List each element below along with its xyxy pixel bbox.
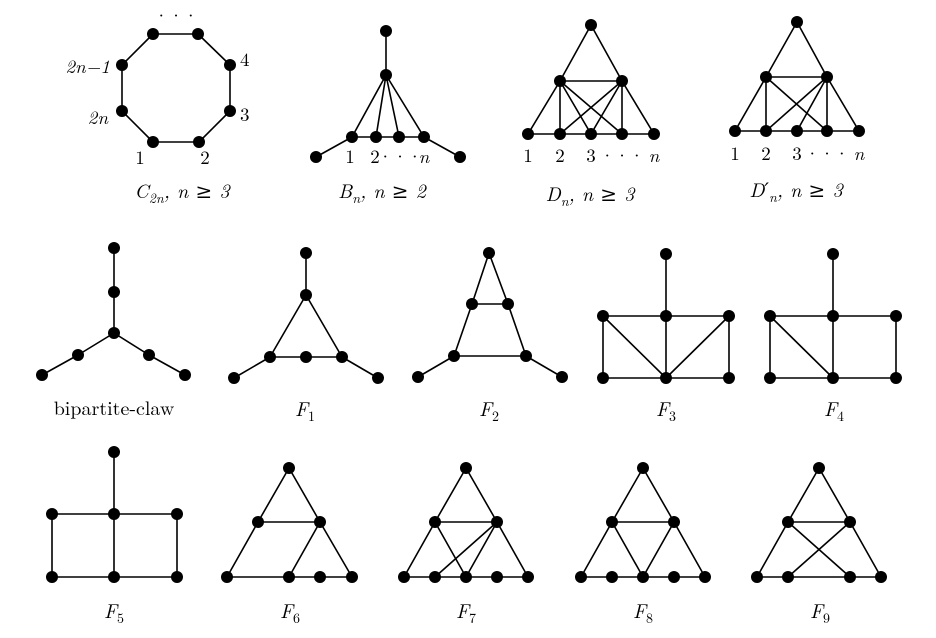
- graph-f1: F1: [228, 247, 384, 426]
- graph-f7-vertices: [398, 462, 534, 583]
- graph-c2n: ··· 2n−1 4 2n 3 1 2 C2n, n ≥ 3: [65, 1, 249, 208]
- dn-label-1: 1: [523, 141, 533, 168]
- graph-claw-vertices: [36, 242, 191, 381]
- dn-label-2: 2: [555, 141, 565, 168]
- f5-caption: F5: [104, 595, 124, 628]
- graph-f9-vertices: [751, 462, 887, 583]
- f3-caption: F3: [656, 393, 676, 426]
- c2n-label-1: 1: [135, 143, 145, 170]
- graph-f6-vertices: [221, 462, 358, 583]
- f7-caption: F7: [456, 595, 476, 628]
- f1-caption: F1: [295, 393, 315, 426]
- graph-f3: F3: [597, 248, 735, 426]
- graph-f4: F4: [764, 248, 902, 426]
- dnp-label-2: 2: [761, 139, 771, 166]
- c2n-label-4: 4: [240, 45, 250, 72]
- graph-f2-vertices: [412, 247, 568, 383]
- graph-bn-vertices: [310, 25, 466, 163]
- c2n-label-2n: 2n: [88, 103, 110, 130]
- graph-dn-prime: 1 2 3 ··· n D′n, n ≥ 3: [729, 16, 866, 207]
- c2n-caption: C2n, n ≥ 3: [134, 175, 231, 208]
- dnp-label-3: 3: [792, 139, 802, 166]
- dn-label-3: 3: [586, 141, 596, 168]
- dnp-label-dots: ···: [805, 139, 849, 166]
- graph-f2-edges: [417, 252, 563, 378]
- graph-f2: F2: [412, 247, 568, 426]
- graph-f4-vertices: [764, 248, 902, 384]
- graph-claw-edges: [41, 247, 186, 376]
- f9-caption: F9: [810, 595, 830, 628]
- dnp-caption: D′n, n ≥ 3: [749, 174, 844, 207]
- graph-dn-prime-vertices: [729, 16, 865, 137]
- graph-dn-edges: [527, 24, 655, 135]
- graph-f1-vertices: [228, 247, 384, 384]
- graph-f5-vertices: [46, 446, 183, 583]
- f8-caption: F8: [633, 595, 653, 628]
- graph-f8-vertices: [575, 462, 711, 583]
- graph-bipartite-claw: bipartite-claw: [36, 242, 191, 421]
- graph-dn: 1 2 3 ··· n Dn, n ≥ 3: [522, 19, 661, 211]
- bn-label-dots: ···: [378, 142, 422, 169]
- dn-label-n: n: [649, 141, 661, 168]
- graph-dn-vertices: [522, 19, 660, 140]
- graph-f6: F6: [221, 462, 358, 628]
- f6-caption: F6: [280, 595, 300, 628]
- graph-f7: F7: [398, 462, 534, 628]
- bn-label-1: 1: [345, 142, 355, 169]
- f4-caption: F4: [824, 393, 844, 426]
- graph-f8-edges: [580, 467, 706, 578]
- graph-f7-edges: [403, 467, 529, 578]
- c2n-label-2n-minus-1: 2n−1: [65, 52, 110, 79]
- c2n-label-2: 2: [200, 143, 210, 170]
- graph-f6-edges: [226, 467, 353, 578]
- bn-caption: Bn, n ≥ 2: [338, 175, 428, 208]
- graph-f3-vertices: [597, 248, 735, 384]
- graph-bn-edges: [315, 30, 461, 158]
- dn-label-dots: ···: [600, 141, 644, 168]
- graph-f9: F9: [751, 462, 887, 628]
- graph-bn: 1 2 ··· n Bn, n ≥ 2: [310, 25, 466, 208]
- bn-label-n: n: [419, 142, 431, 169]
- dn-caption: Dn, n ≥ 3: [546, 178, 637, 211]
- graph-dn-prime-edges: [734, 21, 860, 132]
- f2-caption: F2: [479, 393, 499, 426]
- dnp-label-n: n: [854, 139, 866, 166]
- bn-label-2: 2: [370, 142, 380, 169]
- graph-f9-edges: [756, 467, 882, 578]
- c2n-label-dots: ···: [154, 1, 198, 28]
- graph-c2n-vertices: [116, 28, 236, 148]
- c2n-label-3: 3: [240, 100, 250, 127]
- graph-f5: F5: [46, 446, 183, 628]
- claw-caption: bipartite-claw: [54, 392, 175, 421]
- graph-c2n-edges: [121, 33, 231, 143]
- graph-f8: F8: [575, 462, 711, 628]
- dnp-label-1: 1: [730, 139, 740, 166]
